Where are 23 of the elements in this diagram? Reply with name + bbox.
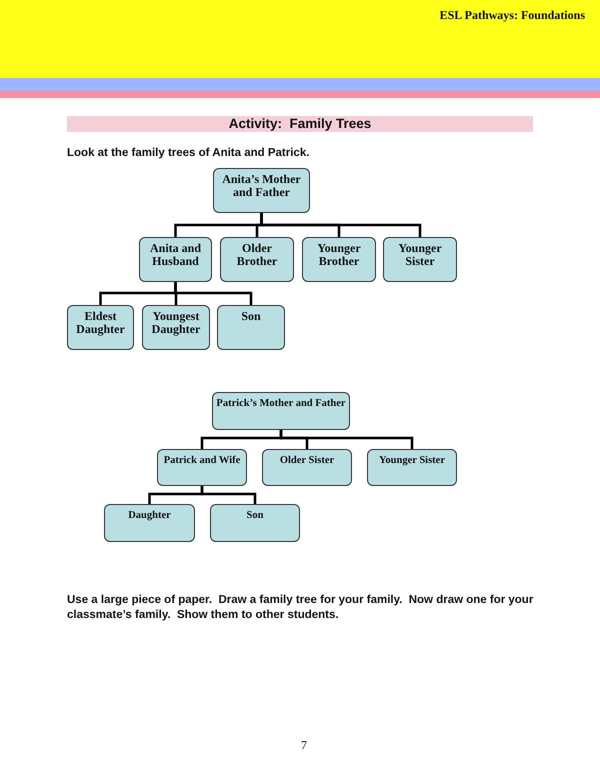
connector-line	[174, 282, 252, 305]
family-member-box: Anita’s Mother and Father	[213, 168, 310, 213]
connector-line	[280, 430, 414, 449]
family-member-box: Anita and Husband	[139, 237, 212, 282]
instruction-text: Look at the family trees of Anita and Patrick.	[67, 146, 310, 161]
instruction-text: Use a large piece of paper. Draw a family tree for your family. Now draw one for your classmate’s family. Show them to other students.	[67, 593, 534, 623]
connector-line	[260, 213, 422, 237]
connector-line	[200, 486, 256, 504]
family-member-box: Younger Sister	[383, 237, 457, 282]
family-member-box: Eldest Daughter	[67, 305, 134, 350]
family-member-box: Youngest Daughter	[142, 305, 210, 350]
family-member-box: Patrick’s Mother and Father	[212, 392, 350, 430]
family-member-box: Daughter	[104, 504, 195, 542]
family-member-box: Older Sister	[262, 449, 352, 486]
header-text: ESL Pathways: Foundations	[438, 8, 585, 23]
family-member-box: Younger Sister	[367, 449, 457, 486]
title-banner: Activity: Family Trees	[67, 116, 533, 132]
family-member-box: Younger Brother	[302, 237, 376, 282]
family-member-box: Older Brother	[220, 237, 294, 282]
family-member-box: Son	[217, 305, 285, 350]
family-member-box: Son	[210, 504, 300, 542]
family-member-box: Patrick and Wife	[157, 449, 247, 486]
page-number: 7	[300, 738, 308, 753]
